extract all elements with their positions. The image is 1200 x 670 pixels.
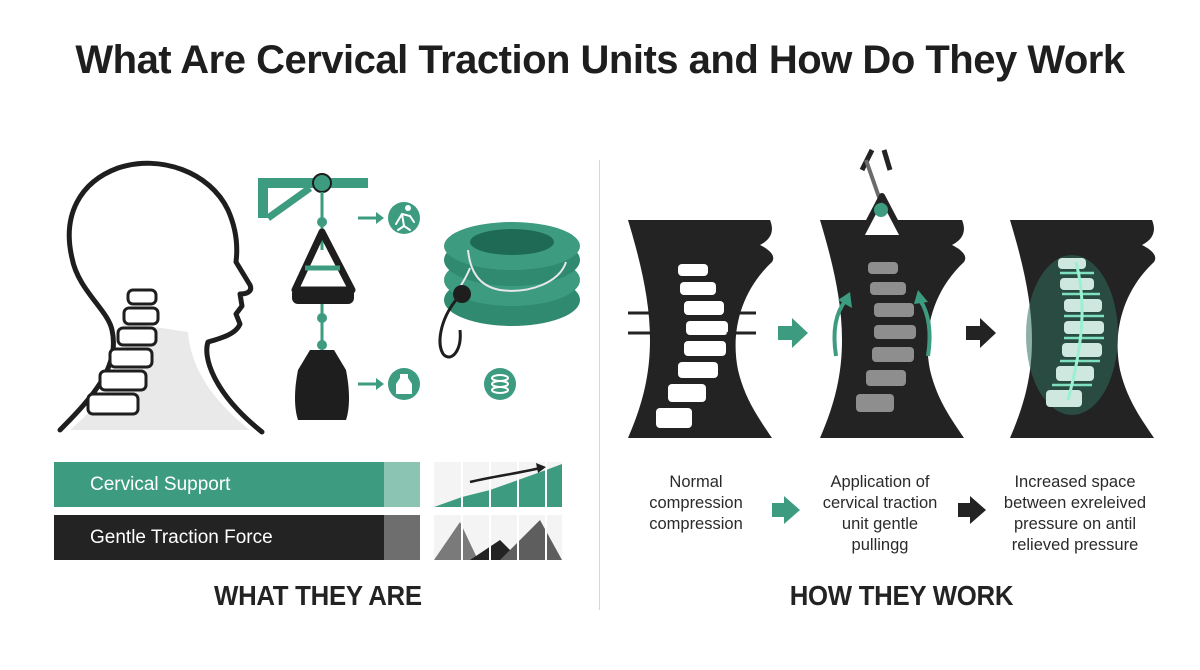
step-caption-application: Application of cervical traction unit ge… <box>795 472 965 556</box>
what-they-are-label: WHAT THEY ARE <box>214 580 422 611</box>
bottle-icon <box>388 368 420 400</box>
mini-chart-icon <box>434 462 562 560</box>
caption-line: compression <box>649 494 743 512</box>
bar-tail <box>384 462 420 507</box>
arrow-right-icon <box>358 212 384 224</box>
arrow-right-icon <box>958 496 986 524</box>
caption-line: Normal <box>669 473 723 491</box>
door-traction-unit-icon <box>258 173 368 420</box>
caption-line: between exreleived <box>1003 494 1147 512</box>
bar-label: Cervical Support <box>90 473 231 495</box>
arrow-right-icon <box>778 318 808 348</box>
bar-tail <box>384 515 420 560</box>
section-divider <box>599 160 600 610</box>
traction-force-bar: Gentle Traction Force <box>54 515 384 560</box>
inflatable-collar-icon <box>438 222 580 359</box>
neck-traction-icon <box>820 148 966 438</box>
bar-label: Gentle Traction Force <box>90 526 273 548</box>
step-caption-normal: Normal compression compression <box>611 472 781 535</box>
caption-line: pressure on antil <box>1014 515 1136 533</box>
coil-icon <box>484 368 516 400</box>
caption-line: Application of <box>830 473 930 491</box>
caption-line: pullingg <box>851 536 909 554</box>
arrow-right-icon <box>358 378 384 390</box>
cervical-support-bar: Cervical Support <box>54 462 384 507</box>
arrow-right-icon <box>966 318 996 348</box>
runner-icon <box>388 202 420 234</box>
head-profile-icon <box>57 160 265 435</box>
caption-line: cervical traction <box>822 494 938 512</box>
neck-relieved-icon <box>1010 220 1156 438</box>
caption-line: relieved pressure <box>1011 536 1139 554</box>
page-title: What Are Cervical Traction Units and How… <box>75 38 1125 82</box>
caption-line: unit gentle <box>841 515 919 533</box>
neck-compressed-icon <box>628 220 774 438</box>
how-they-work-label: HOW THEY WORK <box>789 580 1014 611</box>
arrow-right-icon <box>772 496 800 524</box>
caption-line: Increased space <box>1014 473 1136 491</box>
step-caption-relieved: Increased space between exreleived press… <box>990 472 1160 556</box>
caption-line: compression <box>649 515 743 533</box>
